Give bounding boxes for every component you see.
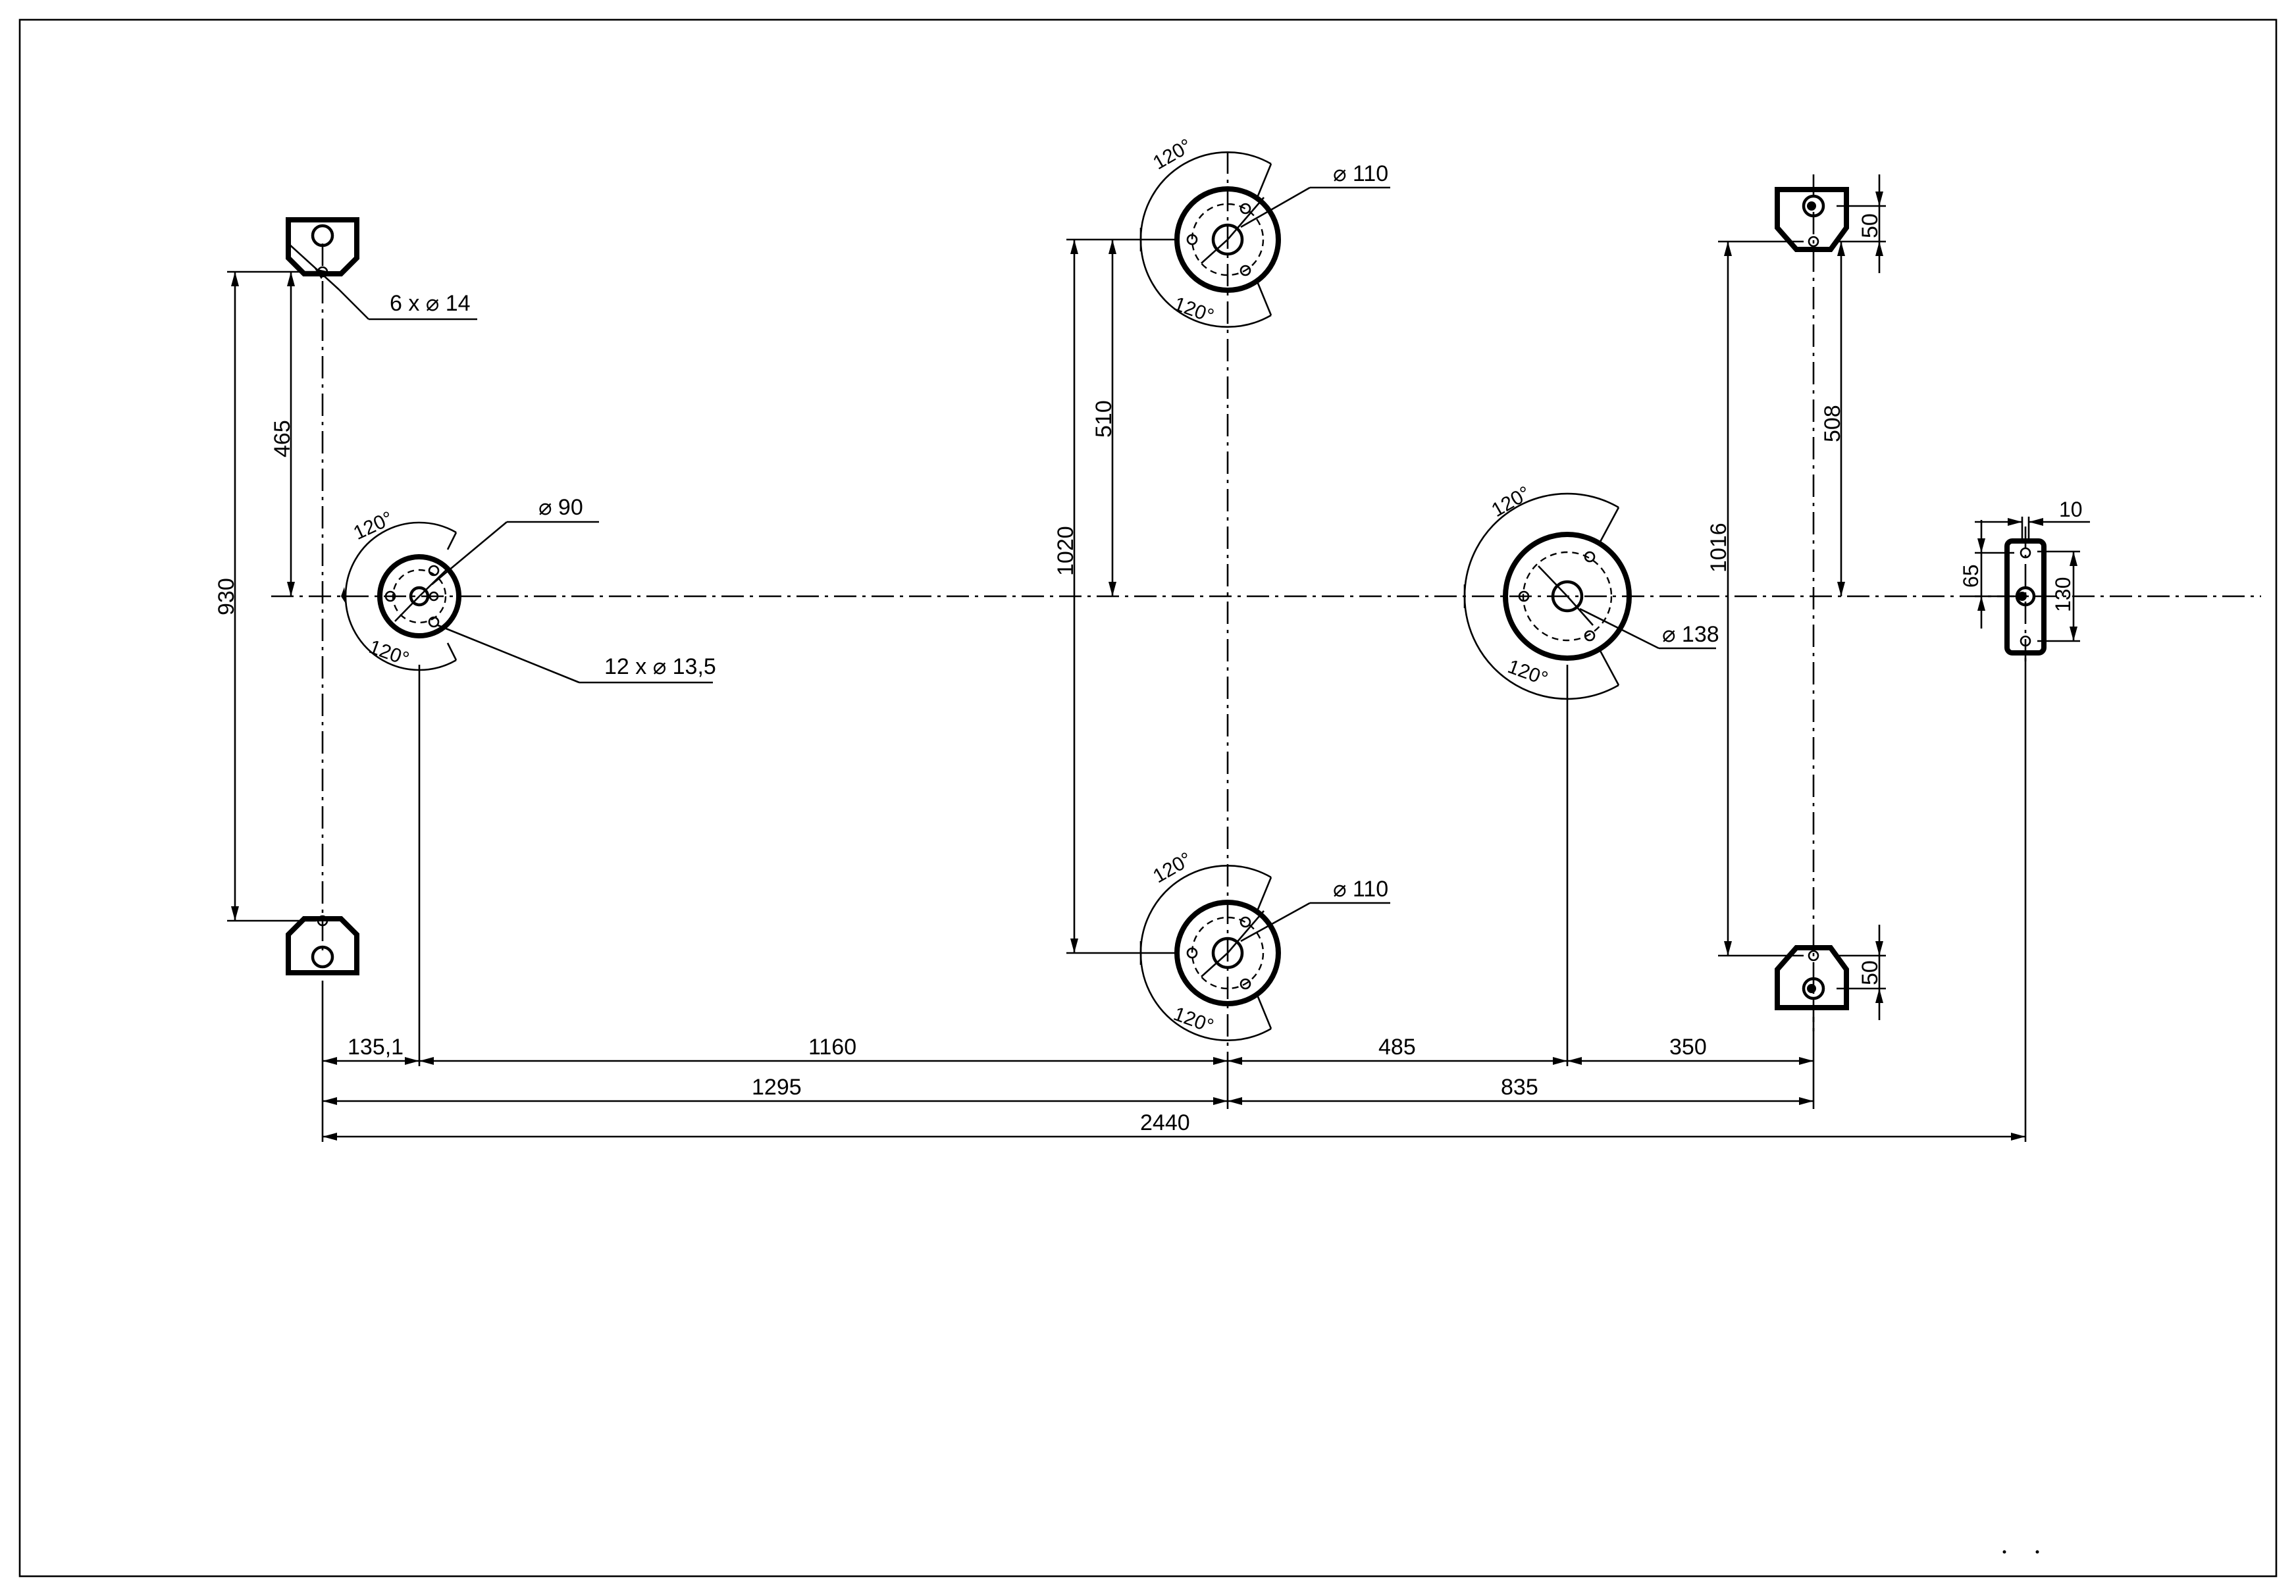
flange-right: 120° 120°	[1463, 482, 1632, 700]
dim-65: 65	[1959, 564, 1983, 588]
dim-50-top: 50	[1858, 213, 1883, 238]
angle-mid-top-bottom: 120°	[1171, 293, 1217, 327]
angle-mid-top-top: 120°	[1149, 135, 1195, 174]
sheet-border	[18, 18, 2278, 1578]
dim-50-bottom: 50	[1858, 960, 1883, 985]
dim-10: 10	[2059, 498, 2083, 521]
flange-mid-bottom: 120° 120°	[1139, 848, 1281, 1041]
flange-mid-top: 120° 120°	[1139, 135, 1281, 328]
dim-930: 930	[214, 578, 239, 615]
angle-right-bottom: 120°	[1505, 656, 1551, 690]
bracket-bottom-left	[286, 915, 359, 975]
dim-350: 350	[1669, 1035, 1707, 1060]
sheet-mark	[2002, 1550, 2006, 1554]
dim-485: 485	[1378, 1035, 1416, 1060]
holes-bracket-label: 6 x ⌀ 14	[390, 291, 471, 316]
dim-1160: 1160	[808, 1035, 856, 1060]
dim-465: 465	[270, 420, 295, 457]
bracket-top-right	[1775, 187, 1849, 252]
flange-right-dia-label: ⌀ 138	[1662, 622, 1719, 647]
flange-mid-bottom-dia-label: ⌀ 110	[1333, 877, 1388, 902]
dim-1295: 1295	[752, 1075, 802, 1100]
dim-130: 130	[2051, 577, 2075, 612]
flange-right-dia-callout: ⌀ 138	[1579, 607, 1719, 650]
flange-left-holes-label: 12 x ⌀ 13,5	[604, 654, 716, 679]
flange-mid-bottom-dia-callout: ⌀ 110	[1240, 877, 1390, 942]
flange-left: 120° 120°	[341, 507, 461, 671]
dimension-lines-vertical-left	[227, 270, 316, 922]
dim-1016: 1016	[1706, 523, 1731, 573]
sheet-mark	[2035, 1550, 2039, 1554]
flange-mid-top-dia-callout: ⌀ 110	[1240, 161, 1390, 228]
dim-135-1: 135,1	[348, 1035, 404, 1060]
dimension-lines-vertical-mid	[1066, 238, 1178, 954]
dimension-lines-vertical-right	[1718, 174, 1886, 1020]
dim-1020: 1020	[1053, 526, 1078, 576]
dimension-lines-horizontal	[321, 658, 2027, 1142]
angle-mid-bot-top: 120°	[1149, 848, 1195, 888]
flange-left-dia-label: ⌀ 90	[538, 495, 583, 520]
dim-510: 510	[1091, 400, 1116, 438]
dim-835: 835	[1501, 1075, 1538, 1100]
angle-right-top: 120°	[1488, 482, 1534, 522]
flange-left-holes-callout: 12 x ⌀ 13,5	[437, 624, 716, 684]
dim-508: 508	[1820, 405, 1845, 442]
bracket-bottom-right	[1775, 945, 1849, 1010]
dimension-lines-end-plate	[1975, 517, 2090, 642]
angle-mid-bot-bottom: 120°	[1170, 1003, 1216, 1037]
angle-left-bottom: 120°	[366, 636, 412, 670]
flange-mid-top-dia-label: ⌀ 110	[1333, 161, 1388, 186]
flange-left-dia-callout: ⌀ 90	[431, 495, 599, 585]
dim-2440: 2440	[1140, 1110, 1190, 1135]
holes-bracket-callout: 6 x ⌀ 14	[288, 243, 477, 321]
